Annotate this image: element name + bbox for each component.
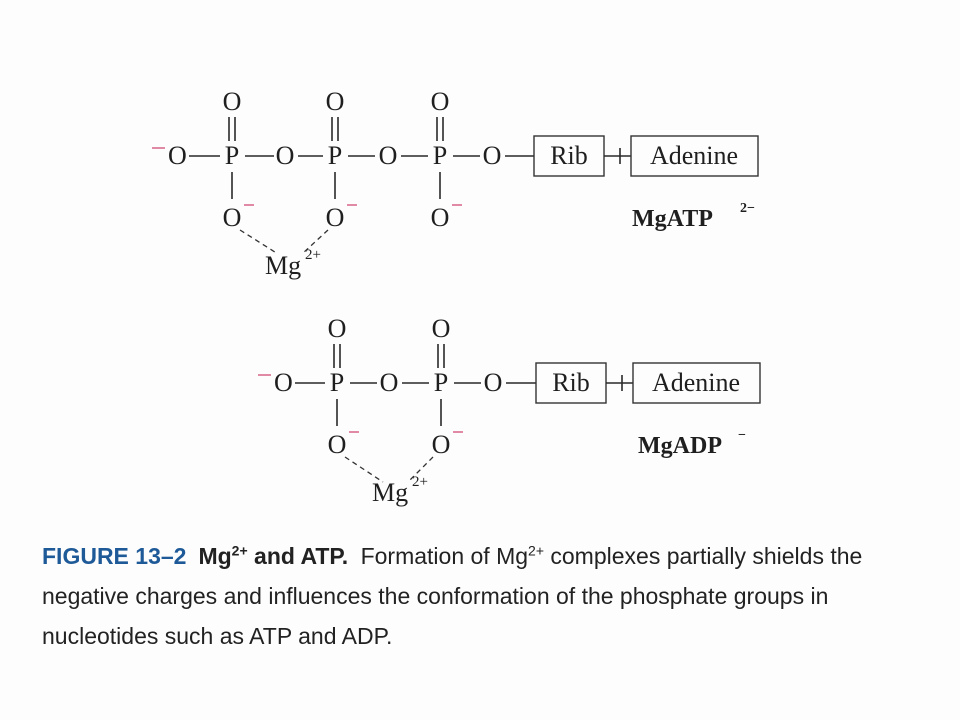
mg-ion: Mg	[265, 251, 301, 280]
atom-o-minus: O	[223, 203, 242, 232]
atom-p: P	[330, 368, 344, 397]
atom-p: P	[225, 141, 239, 170]
adenine-label: Adenine	[652, 368, 740, 397]
atom-o: O	[328, 314, 347, 343]
caption-title: Mg2+ and ATP.	[198, 543, 348, 569]
mgadp-structure: O O O P O P O Rib Adenine O O Mg 2+ MgAD…	[258, 314, 761, 507]
mg-charge: 2+	[412, 474, 428, 490]
atom-o: O	[380, 368, 399, 397]
mgatp-charge: 2−	[740, 201, 755, 216]
rib-label: Rib	[550, 141, 588, 170]
caption-text-start: Formation of Mg	[354, 543, 529, 569]
atom-o: O	[223, 87, 242, 116]
atom-o-minus: O	[328, 430, 347, 459]
structure-diagram: O O O O P O P O P O Rib Adenine	[152, 87, 761, 507]
atom-o: O	[168, 141, 187, 170]
adenine-label: Adenine	[650, 141, 738, 170]
atom-o: O	[432, 314, 451, 343]
caption-text-sup: 2+	[528, 542, 544, 559]
atom-o-minus: O	[432, 430, 451, 459]
rib-label: Rib	[552, 368, 590, 397]
mgatp-structure: O O O O P O P O P O Rib Adenine	[152, 87, 759, 280]
mg-ion: Mg	[372, 478, 408, 507]
adenine-box	[632, 362, 761, 404]
mgatp-formula: MgATP	[632, 206, 713, 232]
atom-p: P	[434, 368, 448, 397]
mgadp-formula: MgADP	[638, 433, 722, 459]
atom-o-minus: O	[431, 203, 450, 232]
atom-o: O	[483, 141, 502, 170]
atom-p: P	[433, 141, 447, 170]
adenine-box	[630, 135, 759, 177]
atom-o: O	[276, 141, 295, 170]
figure-label: FIGURE 13–2	[42, 543, 187, 569]
atom-o: O	[379, 141, 398, 170]
caption-text-end: complexes partially shields the negative…	[42, 543, 863, 649]
caption-title-end: and ATP.	[247, 543, 349, 569]
atom-o: O	[484, 368, 503, 397]
caption-title-sup: 2+	[231, 542, 248, 559]
caption-title-text: Mg	[198, 543, 232, 569]
mgadp-charge: −	[738, 428, 746, 443]
atom-p: P	[328, 141, 342, 170]
mg-charge: 2+	[305, 247, 321, 263]
atom-o: O	[431, 87, 450, 116]
atom-o: O	[274, 368, 293, 397]
atom-o: O	[326, 87, 345, 116]
atom-o-minus: O	[326, 203, 345, 232]
